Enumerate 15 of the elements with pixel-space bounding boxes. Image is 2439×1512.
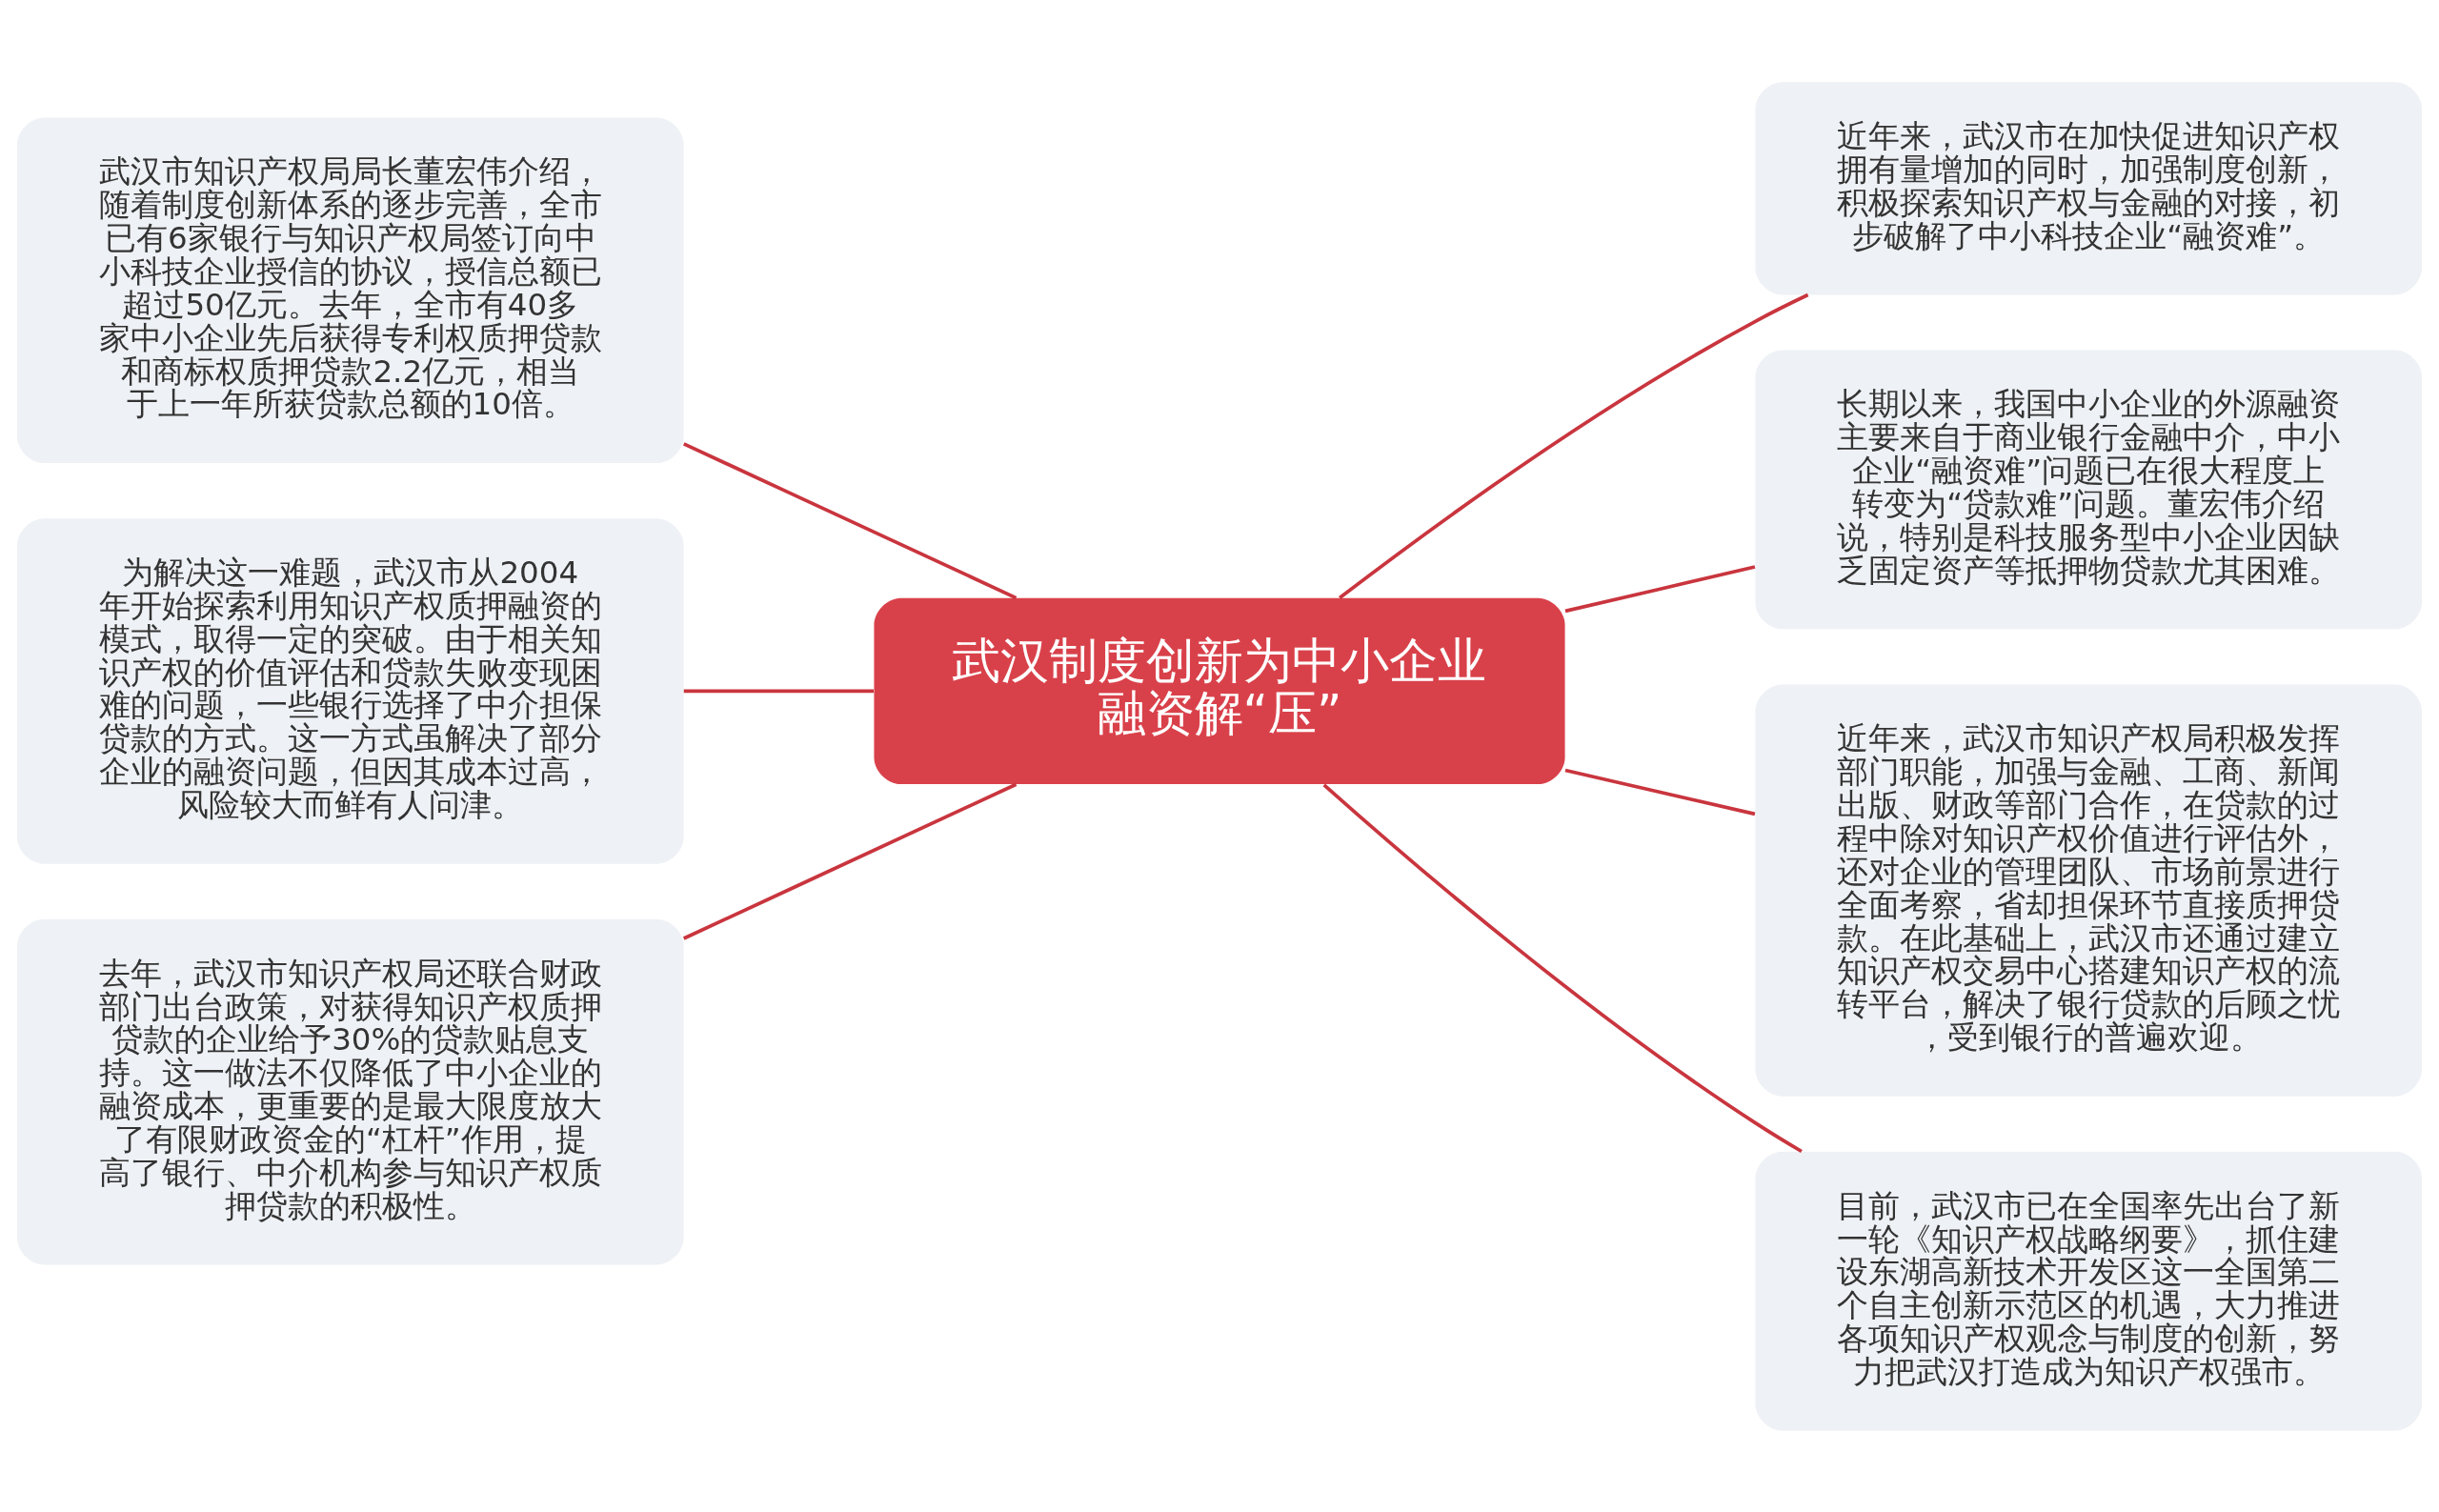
node-box: 为解决这一难题，武汉市从2004年开始探索利用知识产权质押融资的模式，取得一定的突破。由于相关知识产权的价值评估和贷款失败变现困难的问题，一些银行选择了中介担保贷款的方式。这一方式虽解决了部分企业的融资问题，但因其成本过高，风险较大而鲜有人问津。 [17,517,684,864]
node-box: 武汉制度创新为中小企业融资解“压” [874,597,1565,784]
node-box: 长期以来，我国中小企业的外源融资主要来自于商业银行金融中介，中小企业“融资难”问题已在很大程度上转变为“贷款难”问题。董宏伟介绍说，特别是科技服务型中小企业因缺乏固定资产等抵押物贷款尤其困难。 [1755,350,2422,629]
node-box: 去年，武汉市知识产权局还联合财政部门出台政策，对获得知识产权质押贷款的企业给予30%的贷款贴息支持。这一做法不仅降低了中小企业的融资成本，更重要的是最大限度放大了有限财政资金的“杠杆”作用，提高了银行、中介机构参与知识产权质押贷款的积极性。 [17,918,684,1264]
node-box: 近年来，武汉市知识产权局积极发挥部门职能，加强与金融、工商、新闻出版、财政等部门合作，在贷款的过程中除对知识产权价值进行评估外，还对企业的管理团队、市场前景进行全面考察，省却担保环节直接质押贷款。在此基础上，武汉市还通过建立知识产权交易中心搭建知识产权的流转平台，解决了银行贷款的后顾之忧，受到银行的普遍欢迎。 [1755,683,2422,1097]
connector [682,782,1018,940]
connector [683,689,875,693]
connector [1339,292,1809,599]
connector [1322,782,1803,1153]
connector [1564,768,1756,816]
connector [682,441,1018,599]
node-box: 武汉市知识产权局局长董宏伟介绍，随着制度创新体系的逐步完善，全市已有6家银行与知识产权局签订向中小科技企业授信的协议，授信总额已超过50亿元。去年，全市有40多家中小企业先后获得专利权质押贷款和商标权质押贷款2.2亿元，相当于上一年所获贷款总额的10倍。 [17,117,684,463]
node-box: 近年来，武汉市在加快促进知识产权拥有量增加的同时，加强制度创新，积极探索知识产权与金融的对接，初步破解了中小科技企业“融资难”。 [1755,81,2422,294]
node-box: 目前，武汉市已在全国率先出台了新一轮《知识产权战略纲要》，抓住建设东湖高新技术开发区这一全国第二个自主创新示范区的机遇，大力推进各项知识产权观念与制度的创新，努力把武汉打造成为知识产权强市。 [1755,1151,2422,1431]
connector [1564,564,1756,613]
